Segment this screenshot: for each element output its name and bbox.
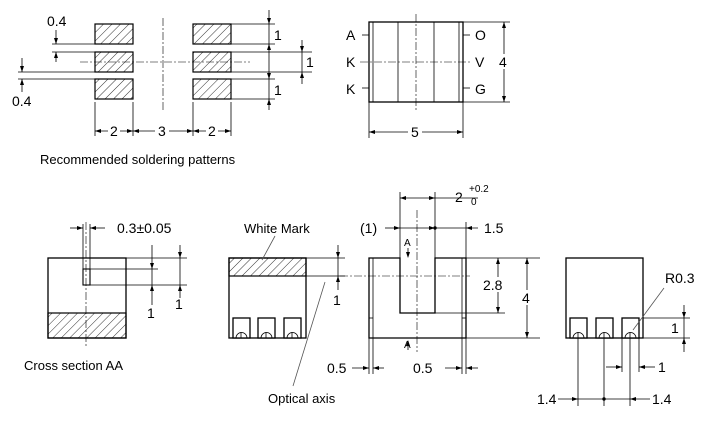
label-white-mark: White Mark bbox=[244, 221, 310, 236]
top-view: A K K O V G 4 5 bbox=[346, 14, 512, 140]
dim-pad-height-2: 1 bbox=[274, 82, 282, 98]
dim-pad-spacing: 3 bbox=[158, 123, 166, 139]
pin-right-3: G bbox=[475, 81, 486, 97]
right-side-view: R0.3 1 1 1.4 1.4 bbox=[537, 257, 695, 407]
pin-right-2: V bbox=[475, 54, 485, 70]
dim-top-width: 5 bbox=[411, 124, 419, 140]
dim-front-height: 4 bbox=[522, 290, 530, 306]
pin-left-2: K bbox=[346, 54, 356, 70]
white-mark-hatch bbox=[228, 257, 307, 277]
dim-mark-offset: 1 bbox=[333, 292, 341, 308]
label-optical-axis: Optical axis bbox=[268, 391, 336, 406]
dim-wall-1-5: 1.5 bbox=[484, 220, 504, 236]
cross-section-hatch bbox=[47, 312, 127, 339]
dim-bottom-left: 0.5 bbox=[327, 360, 347, 376]
pin-left-1: A bbox=[346, 27, 356, 43]
cross-section-aa: 0.3±0.05 1 1 Cross section AA bbox=[24, 220, 187, 373]
dim-pad-height-1: 1 bbox=[274, 27, 282, 43]
pad bbox=[94, 78, 134, 100]
dim-pitch-right: 1.4 bbox=[652, 391, 672, 407]
pin-right-1: O bbox=[475, 27, 486, 43]
dim-bottom-right: 0.5 bbox=[413, 360, 433, 376]
dim-pad-gap-top: 0.4 bbox=[47, 13, 67, 29]
dim-slit-width: 0.3±0.05 bbox=[117, 220, 172, 236]
dim-radius: R0.3 bbox=[665, 270, 695, 286]
dim-cross-1a: 1 bbox=[147, 305, 155, 321]
pad bbox=[94, 23, 134, 45]
dim-side-1b: 1 bbox=[658, 359, 666, 375]
front-view: A A 2 +0.2 0 (1) 1.5 2.8 bbox=[327, 184, 540, 376]
dim-top-height: 4 bbox=[499, 54, 507, 70]
pin-left-3: K bbox=[346, 81, 356, 97]
dim-ref-1: (1) bbox=[360, 220, 377, 236]
dim-pad-gap-bottom: 0.4 bbox=[12, 93, 32, 109]
dim-cross-1b: 1 bbox=[175, 296, 183, 312]
soldering-pattern: 0.4 0.4 2 3 2 bbox=[12, 10, 314, 167]
pad bbox=[192, 23, 232, 45]
caption-cross-section: Cross section AA bbox=[24, 358, 123, 373]
dim-slot-depth: 2.8 bbox=[483, 277, 503, 293]
slit bbox=[82, 268, 91, 286]
section-marker-top: A bbox=[404, 238, 411, 249]
side-view-mark: White Mark 1 Optical axis bbox=[228, 221, 345, 406]
dim-pad-width-right: 2 bbox=[208, 123, 216, 139]
caption-soldering: Recommended soldering patterns bbox=[40, 152, 236, 167]
dim-pad-gap-center: 1 bbox=[306, 54, 314, 70]
dim-slot-tol-plus: +0.2 bbox=[469, 184, 489, 195]
dim-pitch-left: 1.4 bbox=[537, 391, 557, 407]
pad bbox=[192, 78, 232, 100]
dim-slot-tol-minus: 0 bbox=[471, 197, 477, 208]
dim-side-1a: 1 bbox=[671, 320, 679, 336]
dim-pad-width-left: 2 bbox=[110, 123, 118, 139]
dim-slot-width: 2 bbox=[455, 189, 463, 205]
